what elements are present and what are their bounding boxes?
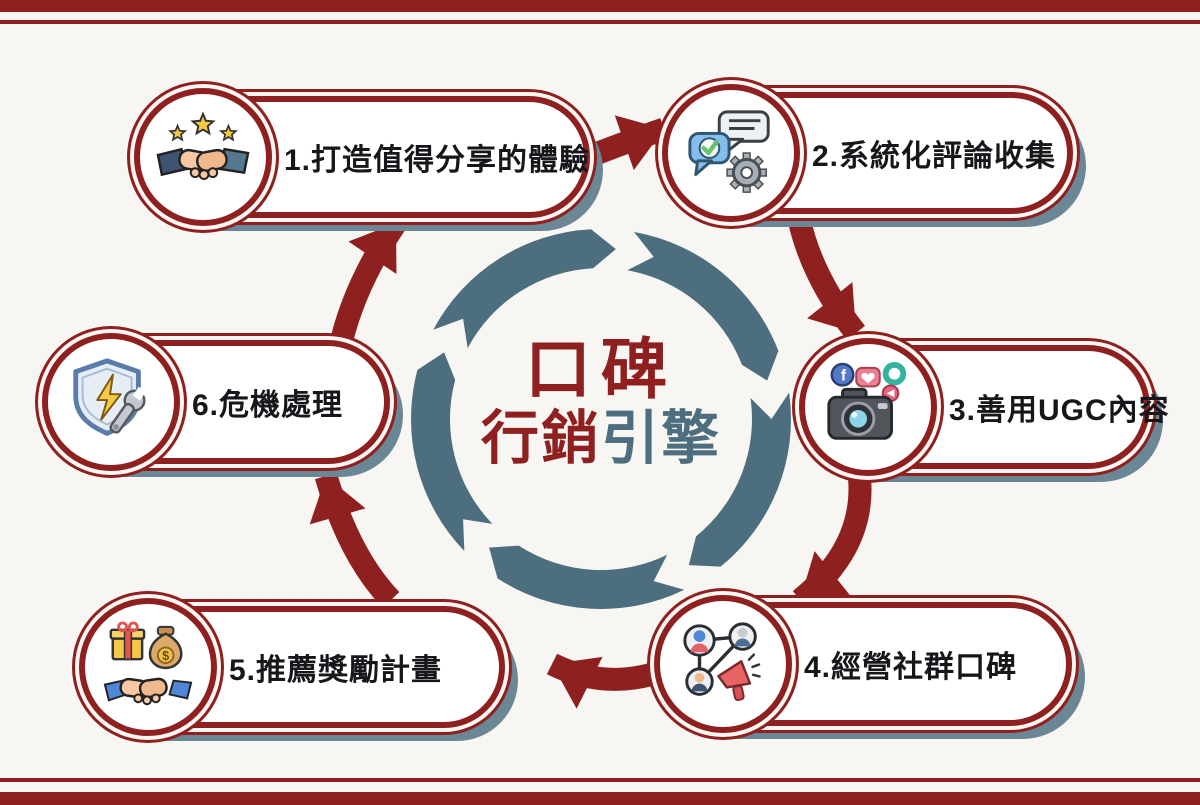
frame-top-thin-line [0,20,1200,24]
step-3-label: 3.善用UGC內容 [949,394,1170,427]
cycle-ring-segment [410,352,493,551]
step-3-pill: f 3.善用UGC內容 [799,338,1169,476]
svg-text:$: $ [162,648,169,663]
step-5-label: 5.推薦獎勵計畫 [229,654,443,687]
step-4-pill: 4.經營社群口碑 [654,595,1072,733]
flow-arrow-head [309,476,366,525]
flow-arrow-head [614,115,664,171]
step-5-pill: $ 5.推薦獎勵計畫 [79,598,505,736]
step-2-label: 2.系統化評論收集 [812,140,1057,173]
step-6-label: 6.危機處理 [192,389,344,422]
frame-bottom-thin-line [0,778,1200,782]
step-4-icon-circle [654,595,792,733]
cycle-ring-segment [489,545,685,609]
step-6-pill: 6.危機處理 [42,333,390,471]
center-title-line2: 行銷引擎 [441,409,761,468]
ugc-camera-icon: f [827,361,907,440]
center-title-line2-red: 行銷 [480,406,601,472]
step-1-icon-circle [134,88,272,226]
frame-bottom-thick-bar [0,792,1200,805]
community-network-icon [683,622,761,701]
step-2-pill: 2.系統化評論收集 [662,84,1073,222]
step-5-icon-circle: $ [79,598,217,736]
cycle-ring-segment [688,392,791,567]
cycle-ring-segment [627,231,779,381]
center-title-line2-slate: 引擎 [601,406,722,472]
flow-arrow-head [552,656,603,709]
step-4-label: 4.經營社群口碑 [804,651,1018,684]
center-title-line1: 口碑 [525,332,677,406]
handshake-stars-icon [156,112,250,181]
referral-reward-icon: $ [103,621,193,706]
flow-arrow-head [348,223,397,275]
step-3-icon-circle: f [799,338,937,476]
step-1-pill: 1.打造值得分享的體驗 [134,88,591,226]
cycle-ring-segment [433,229,616,349]
crisis-shield-icon [73,358,147,436]
step-2-icon-circle [662,84,800,222]
svg-text:f: f [841,368,847,385]
step-6-icon-circle [42,333,180,471]
flow-arrow-head [807,282,856,333]
flow-arrow-head [800,551,851,600]
step-1-label: 1.打造值得分享的體驗 [284,144,591,177]
frame-top-thick-bar [0,0,1200,12]
center-title: 口碑 行銷引擎 [441,332,761,468]
review-collection-icon [688,110,770,193]
